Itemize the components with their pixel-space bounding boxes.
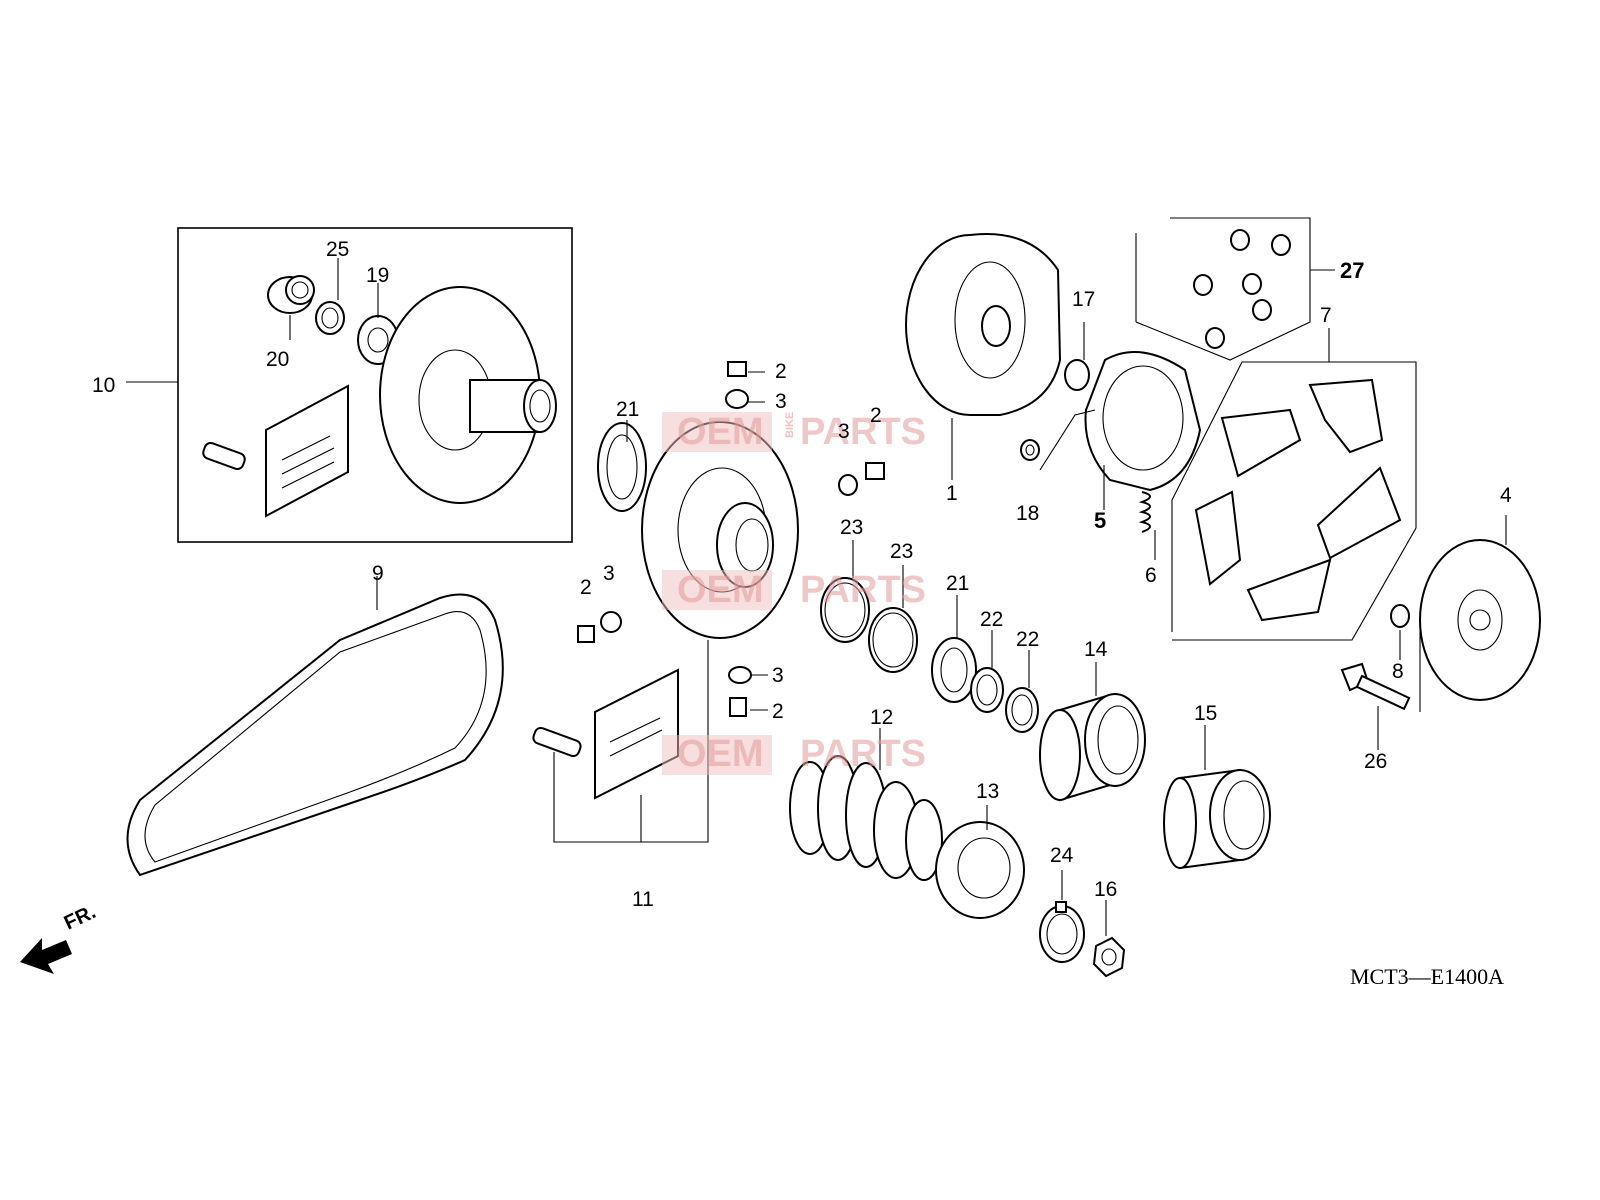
callout-27: 27 xyxy=(1340,258,1364,283)
callout-22b: 22 xyxy=(1016,628,1039,651)
bolt-washer-set xyxy=(1340,604,1421,750)
callout-24: 24 xyxy=(1050,844,1074,867)
group-box-10 xyxy=(126,227,573,543)
callout-8: 8 xyxy=(1392,660,1404,683)
callout-23a: 23 xyxy=(840,516,863,539)
callout-12: 12 xyxy=(870,706,893,729)
guide-pin xyxy=(202,441,246,471)
spacer-collar xyxy=(1039,662,1146,802)
callout-3d: 3 xyxy=(838,420,850,443)
callout-6: 6 xyxy=(1145,564,1157,587)
callout-10: 10 xyxy=(92,374,115,397)
front-arrow-icon: FR. xyxy=(20,901,99,974)
svg-text:BIKE: BIKE xyxy=(784,412,796,438)
callout-13: 13 xyxy=(976,780,999,803)
damper-set-group xyxy=(1135,217,1335,361)
callout-2c: 2 xyxy=(772,700,784,723)
callout-18: 18 xyxy=(1016,502,1039,525)
callout-3b: 3 xyxy=(603,562,615,585)
callout-3a: 3 xyxy=(775,390,787,413)
clutch-outer xyxy=(905,233,1062,480)
callout-21b: 21 xyxy=(946,572,969,595)
spring-clip-set xyxy=(1020,322,1090,461)
svg-text:PARTS: PARTS xyxy=(800,569,926,611)
callout-17: 17 xyxy=(1072,288,1095,311)
callout-2a: 2 xyxy=(775,360,787,383)
callout-11: 11 xyxy=(632,888,654,911)
guide-pin-2 xyxy=(532,726,582,758)
callout-15: 15 xyxy=(1194,702,1217,725)
drive-plate xyxy=(1419,515,1541,701)
clutch-plate xyxy=(1039,351,1202,510)
needle-bearing xyxy=(267,275,315,340)
sleeve-cage xyxy=(1163,725,1271,870)
callout-5: 5 xyxy=(1094,508,1106,533)
svg-text:PARTS: PARTS xyxy=(800,411,926,453)
grease-label xyxy=(265,384,349,518)
grease-label-2 xyxy=(594,668,679,800)
svg-text:OEM: OEM xyxy=(677,411,764,453)
callout-3c: 3 xyxy=(772,664,784,687)
callout-25: 25 xyxy=(326,238,349,261)
circlip xyxy=(315,258,345,335)
callout-14: 14 xyxy=(1084,638,1108,661)
callout-2d: 2 xyxy=(870,404,882,427)
callout-21a: 21 xyxy=(616,398,639,421)
snap-ring-and-nut xyxy=(1039,870,1126,978)
guide-roller-set xyxy=(577,361,885,717)
seal-collar xyxy=(935,805,1025,919)
front-label: FR. xyxy=(61,901,99,935)
shoe-spring xyxy=(1138,491,1156,560)
compression-spring xyxy=(789,728,943,881)
callout-16: 16 xyxy=(1094,878,1117,901)
drive-belt xyxy=(126,576,504,877)
callout-19: 19 xyxy=(366,264,389,287)
callout-23b: 23 xyxy=(890,540,913,563)
callout-2b: 2 xyxy=(580,576,592,599)
callout-1: 1 xyxy=(946,482,958,505)
watermark: OEM PARTS BIKE OEM PARTS OEM PARTS xyxy=(662,411,926,775)
oil-seal xyxy=(597,420,647,512)
callout-22a: 22 xyxy=(980,608,1003,631)
diagram-code: MCT3—E1400A xyxy=(1350,964,1504,989)
svg-text:OEM: OEM xyxy=(677,569,764,611)
callout-26: 26 xyxy=(1364,750,1387,773)
callout-9: 9 xyxy=(372,562,384,585)
o-ring-set xyxy=(820,540,1039,733)
callout-7: 7 xyxy=(1320,304,1332,327)
svg-text:OEM: OEM xyxy=(677,733,764,775)
callout-20: 20 xyxy=(266,348,289,371)
svg-text:PARTS: PARTS xyxy=(800,733,926,775)
callout-4: 4 xyxy=(1500,484,1512,507)
driven-face-disk xyxy=(379,286,557,504)
clutch-shoe-group xyxy=(1171,328,1417,641)
